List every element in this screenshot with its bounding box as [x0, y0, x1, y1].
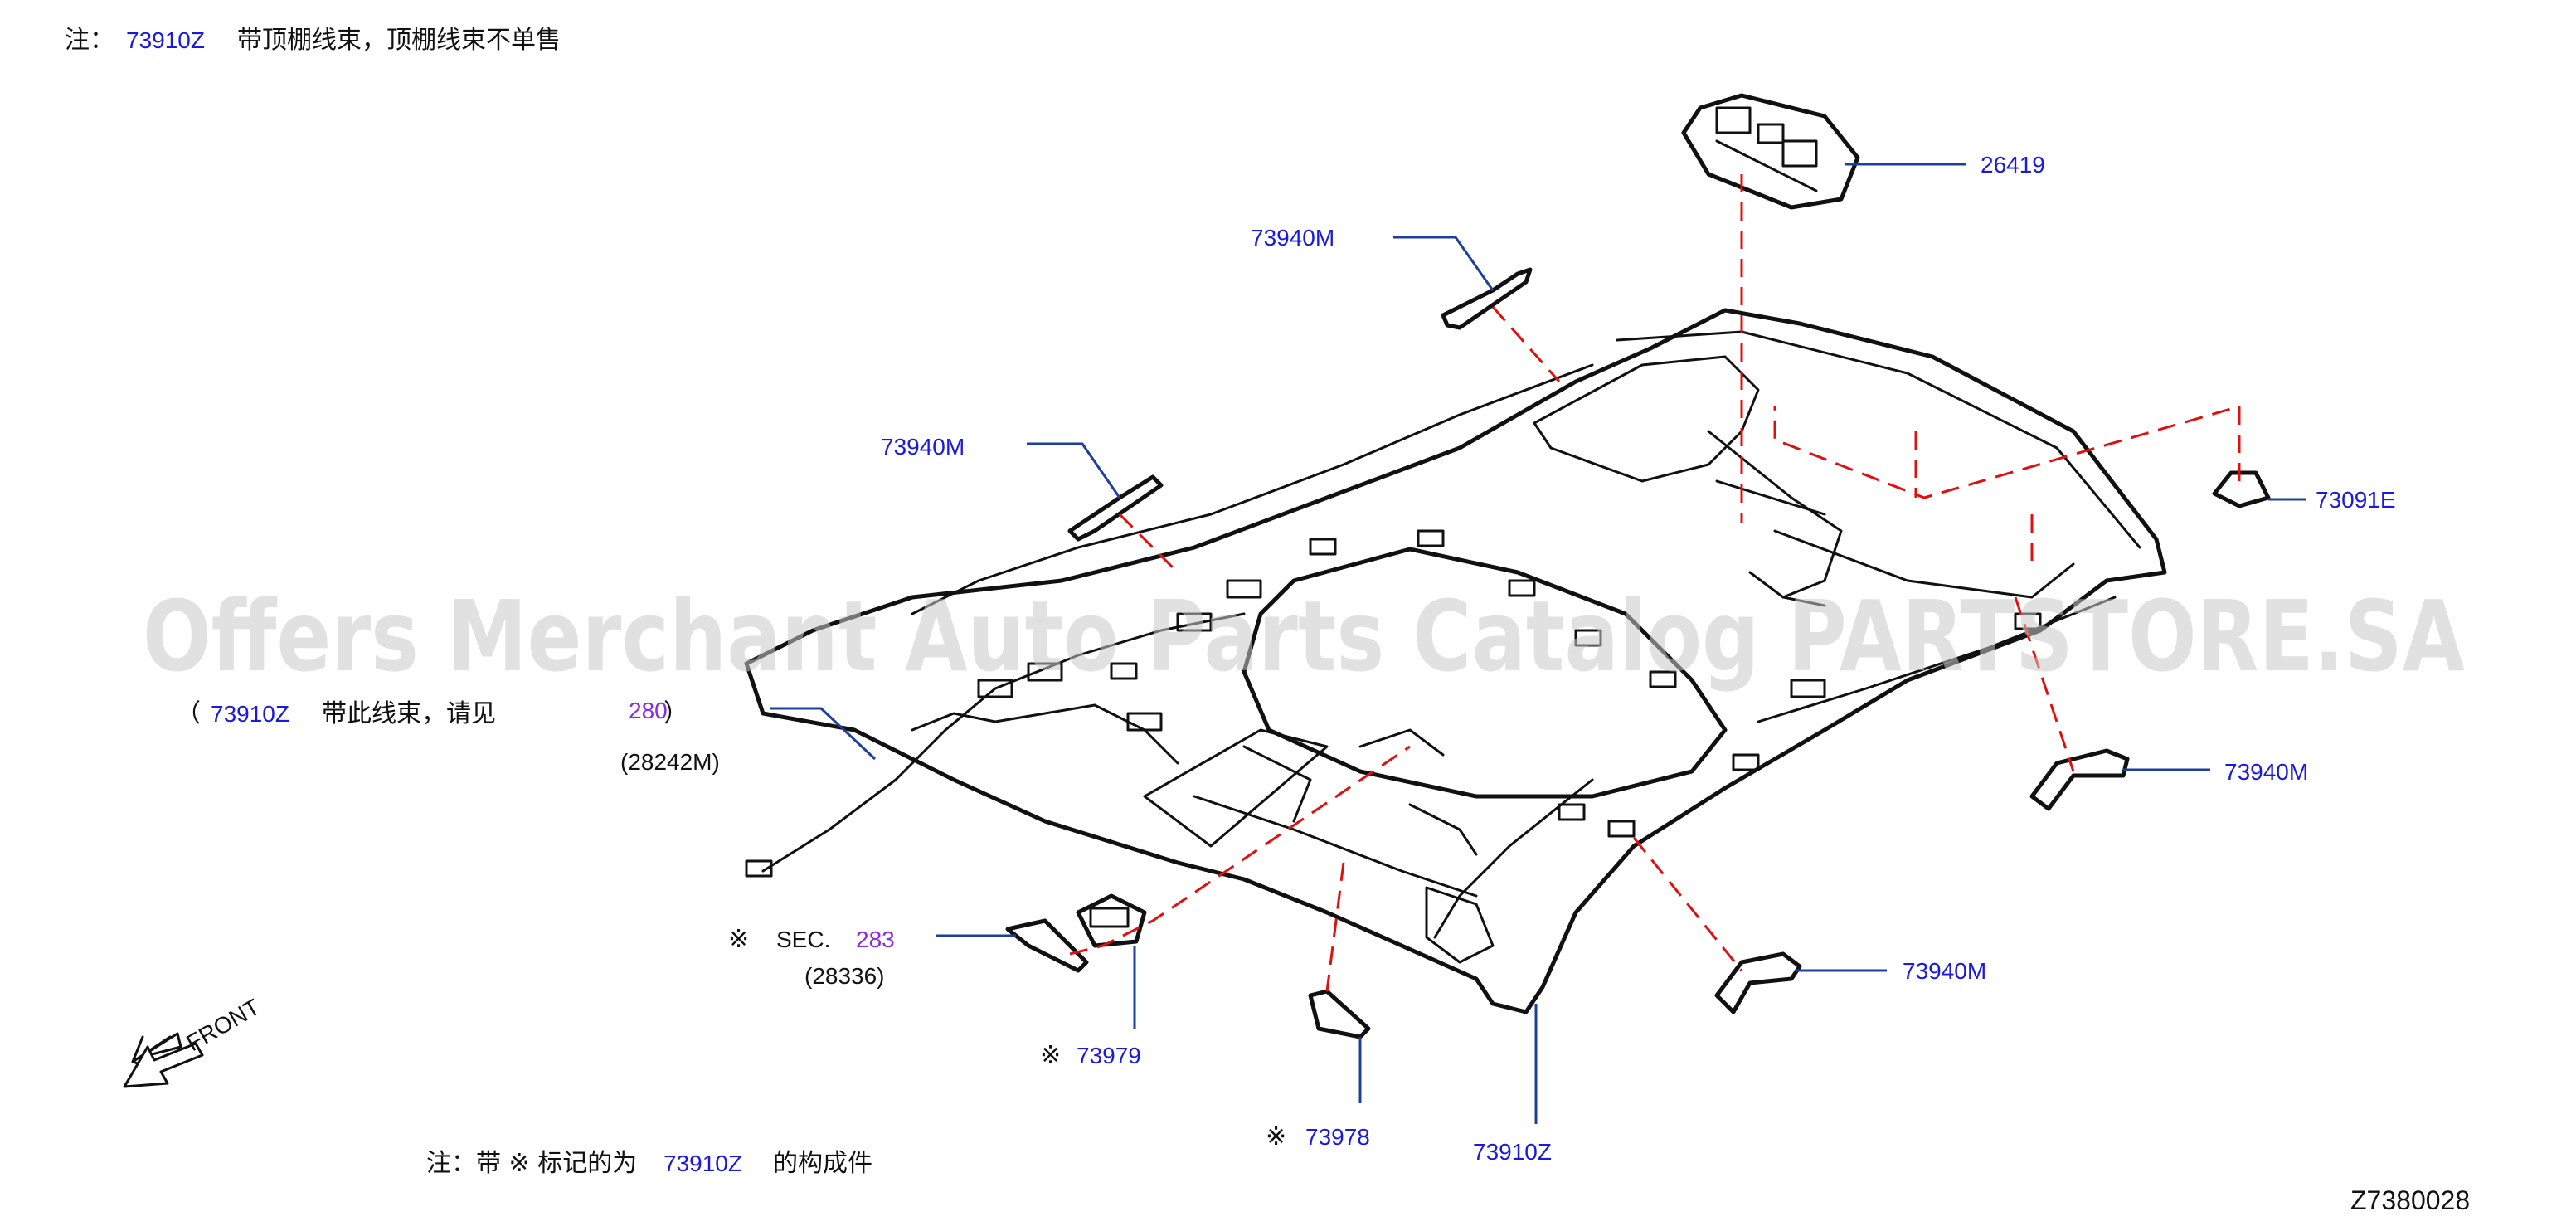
- harness-note-open: （: [176, 699, 201, 728]
- watermark: Offers Merchant Auto Parts Catalog PARTS…: [143, 579, 2465, 693]
- harness-note-part[interactable]: 73910Z: [211, 701, 289, 727]
- callout-73979-mark: ※: [1040, 1041, 1061, 1070]
- grab-handle-73940m-right: [2029, 748, 2130, 811]
- callout-73091e[interactable]: 73091E: [2316, 487, 2396, 513]
- map-lamp-26419: [1681, 93, 1860, 210]
- front-arrow-icon: [123, 1032, 204, 1088]
- top-note-prefix: 注：: [65, 26, 114, 55]
- leader-lines: [770, 163, 2306, 1124]
- callout-73940m-bottom[interactable]: 73940M: [1903, 958, 1986, 984]
- switch-28336: [1005, 918, 1089, 973]
- clip-73091e: [2212, 470, 2271, 508]
- bottom-note-part[interactable]: 73910Z: [663, 1151, 742, 1176]
- bottom-note-text: 的构成件: [773, 1149, 872, 1178]
- bottom-note-prefix: 注：带 ※ 标记的为: [426, 1149, 637, 1178]
- grab-handle-73940m-top: [1441, 267, 1533, 330]
- harness-note-sec[interactable]: 280: [629, 698, 668, 723]
- harness-note-sub: (28242M): [620, 749, 720, 775]
- callout-73979[interactable]: 73979: [1077, 1043, 1141, 1068]
- callout-73940m-right[interactable]: 73940M: [2224, 759, 2308, 785]
- lamp-73979: [1076, 893, 1147, 948]
- callout-73940m-left[interactable]: 73940M: [881, 434, 965, 460]
- sec-note-mark: ※: [728, 925, 749, 954]
- callout-73978-mark: ※: [1266, 1122, 1286, 1151]
- part-73978: [1308, 989, 1371, 1039]
- callout-73910z[interactable]: 73910Z: [1473, 1139, 1552, 1165]
- harness-note-close: ）: [663, 699, 688, 728]
- headliner-panel: [744, 308, 2167, 1014]
- callout-26419[interactable]: 26419: [1981, 152, 2045, 178]
- callout-73978[interactable]: 73978: [1305, 1124, 1370, 1150]
- sec-note-prefix: SEC.: [776, 927, 830, 952]
- callout-73940m-top[interactable]: 73940M: [1251, 225, 1334, 251]
- top-note-text: 带顶棚线束，顶棚线束不单售: [237, 26, 561, 55]
- sec-note-sec[interactable]: 283: [856, 927, 895, 952]
- sec-note-sub: (28336): [804, 963, 885, 989]
- grab-handle-73940m-bottom: [1714, 951, 1802, 1014]
- front-label: FRONT: [182, 994, 265, 1056]
- assembly-lines: [1069, 174, 2241, 992]
- roof-harness-28242m: [745, 612, 1246, 878]
- diagram-id: Z7380028: [2350, 1185, 2470, 1215]
- harness-note-text: 带此线束，请见: [322, 699, 496, 728]
- top-note-part[interactable]: 73910Z: [126, 27, 205, 53]
